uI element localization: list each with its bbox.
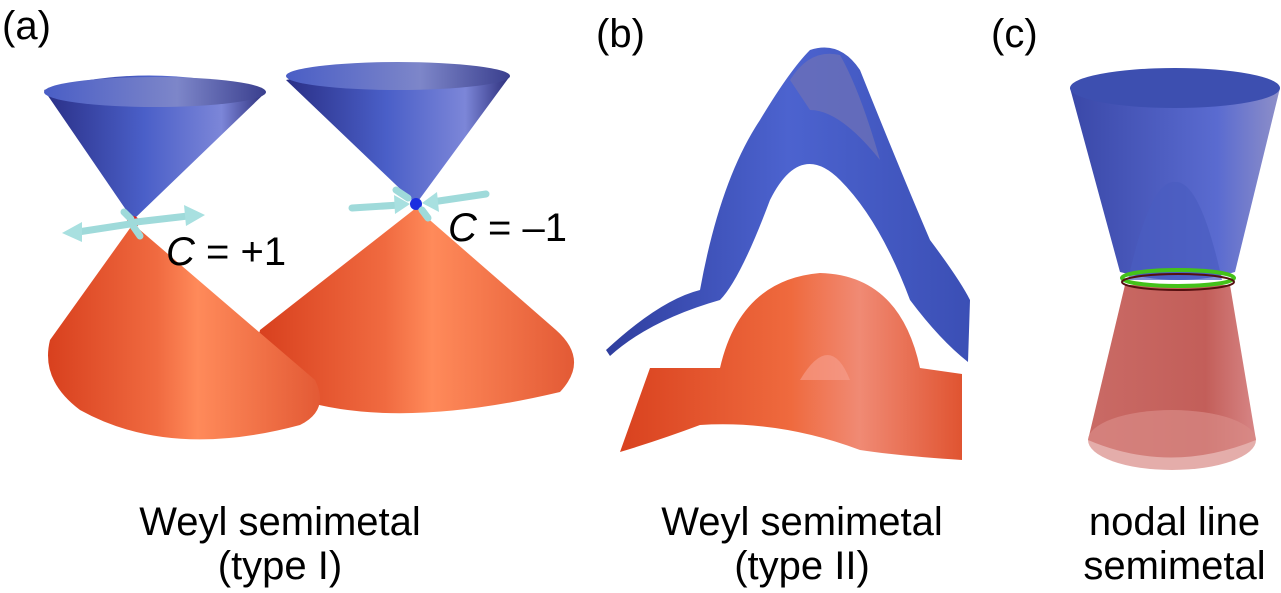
caption-type1-line2: (type I) bbox=[217, 544, 343, 588]
chern-symbol: C bbox=[448, 206, 477, 250]
nodal-conduction-cone bbox=[1070, 79, 1280, 280]
chern-symbol: C bbox=[166, 230, 195, 274]
panel-b-graphic bbox=[606, 47, 970, 460]
type2-valence-band bbox=[620, 273, 962, 460]
caption-type2-line1: Weyl semimetal bbox=[661, 500, 943, 544]
panel-a-graphic bbox=[44, 62, 575, 440]
panel-label-c: (c) bbox=[991, 12, 1038, 56]
left-conduction-cone-top bbox=[44, 77, 266, 107]
panel-label-b: (b) bbox=[596, 12, 645, 56]
right-conduction-cone bbox=[286, 66, 510, 204]
caption-nodal: nodal line semimetal bbox=[1068, 500, 1281, 588]
panel-c-graphic bbox=[1070, 68, 1280, 470]
right-valence-cone bbox=[258, 208, 575, 414]
caption-type2-line2: (type II) bbox=[734, 544, 870, 588]
weyl-node-negative bbox=[410, 198, 422, 210]
panel-label-a: (a) bbox=[2, 4, 51, 48]
caption-type1-line1: Weyl semimetal bbox=[139, 500, 421, 544]
chern-number-positive: C = +1 bbox=[166, 232, 286, 272]
left-conduction-cone bbox=[44, 75, 266, 220]
nodal-valence-cone-base bbox=[1088, 410, 1256, 470]
left-valence-cone bbox=[48, 224, 320, 440]
chern-value: = +1 bbox=[194, 230, 287, 274]
type2-conduction-band bbox=[606, 47, 970, 362]
right-conduction-cone-top bbox=[286, 62, 510, 90]
nodal-ring bbox=[1120, 268, 1236, 288]
caption-type2: Weyl semimetal (type II) bbox=[612, 500, 992, 588]
caption-nodal-line1: nodal line bbox=[1088, 500, 1261, 544]
nodal-inner-dome bbox=[1128, 181, 1222, 280]
berry-arrows-source bbox=[62, 205, 205, 242]
type2-valence-band-highlight bbox=[800, 355, 850, 380]
caption-nodal-line2: semimetal bbox=[1083, 544, 1266, 588]
berry-arrows-sink bbox=[348, 186, 490, 222]
type2-conduction-band-fold bbox=[790, 53, 880, 160]
chern-number-negative: C = –1 bbox=[448, 208, 567, 248]
chern-value: = –1 bbox=[476, 206, 567, 250]
nodal-conduction-cone-top bbox=[1070, 68, 1280, 108]
nodal-ring-shadow bbox=[1121, 273, 1235, 291]
caption-type1: Weyl semimetal (type I) bbox=[90, 500, 470, 588]
